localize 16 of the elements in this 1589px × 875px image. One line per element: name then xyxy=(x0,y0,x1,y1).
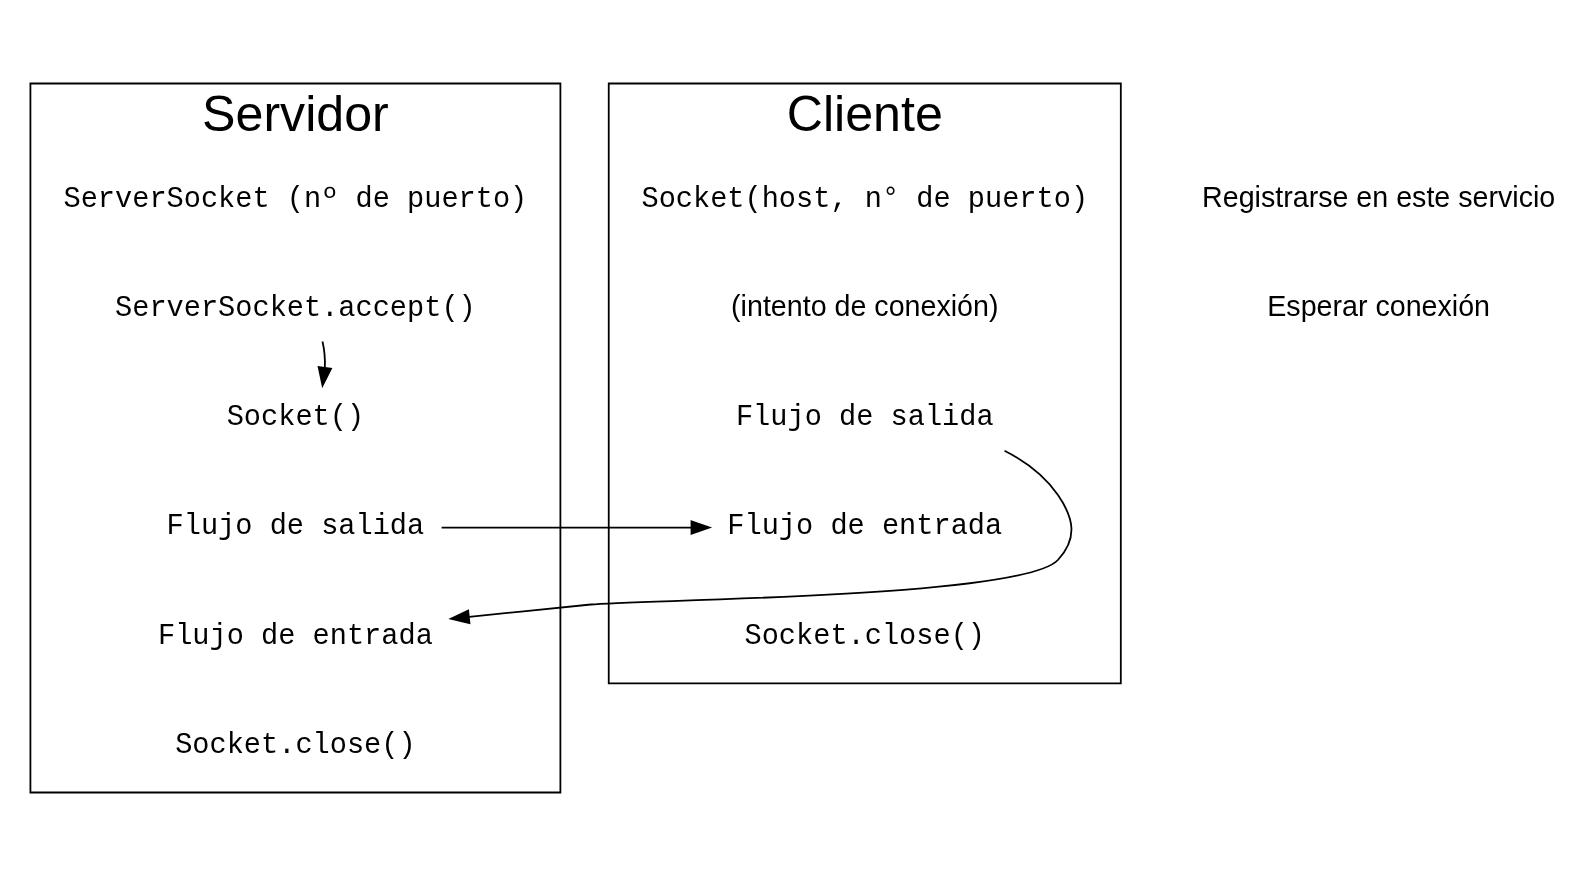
node-text: Flujo de salida xyxy=(735,400,994,434)
node-text: Socket.close() xyxy=(744,619,986,653)
node-text: (intento de conexión) xyxy=(731,289,999,322)
node-text: Socket(host, n° de puerto) xyxy=(641,182,1089,216)
node-text: Flujo de entrada xyxy=(157,619,433,653)
label: Registrarse en este servicio xyxy=(1202,180,1556,213)
node-text: Socket.close() xyxy=(175,728,416,762)
arrow xyxy=(448,449,1073,624)
arrow xyxy=(440,519,713,535)
node-text: ServerSocket (nº de puerto) xyxy=(63,182,528,216)
arrow xyxy=(317,340,333,388)
node-text: ServerSocket.accept() xyxy=(115,291,476,325)
node-text: Socket() xyxy=(226,400,365,434)
label: Esperar conexión xyxy=(1267,289,1491,322)
node-text: Flujo de entrada xyxy=(727,509,1003,543)
node-text: Flujo de salida xyxy=(166,509,425,543)
